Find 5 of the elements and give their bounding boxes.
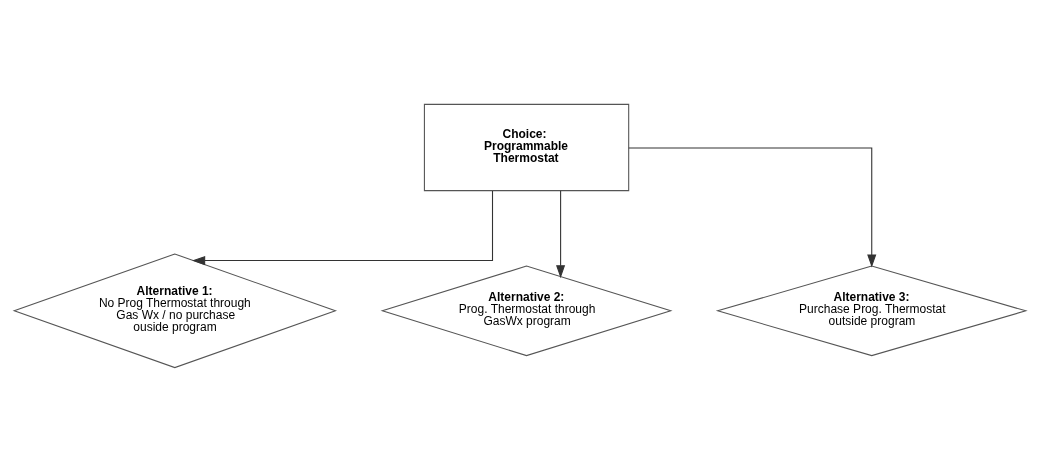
node-box: Choice: Programmable Thermostat [423,103,630,191]
node-diamond: Alternative 3: Purchase Prog. Thermostat outside program [715,264,1028,356]
arrow [556,189,566,278]
arrow [628,147,877,268]
arrow [192,189,494,265]
